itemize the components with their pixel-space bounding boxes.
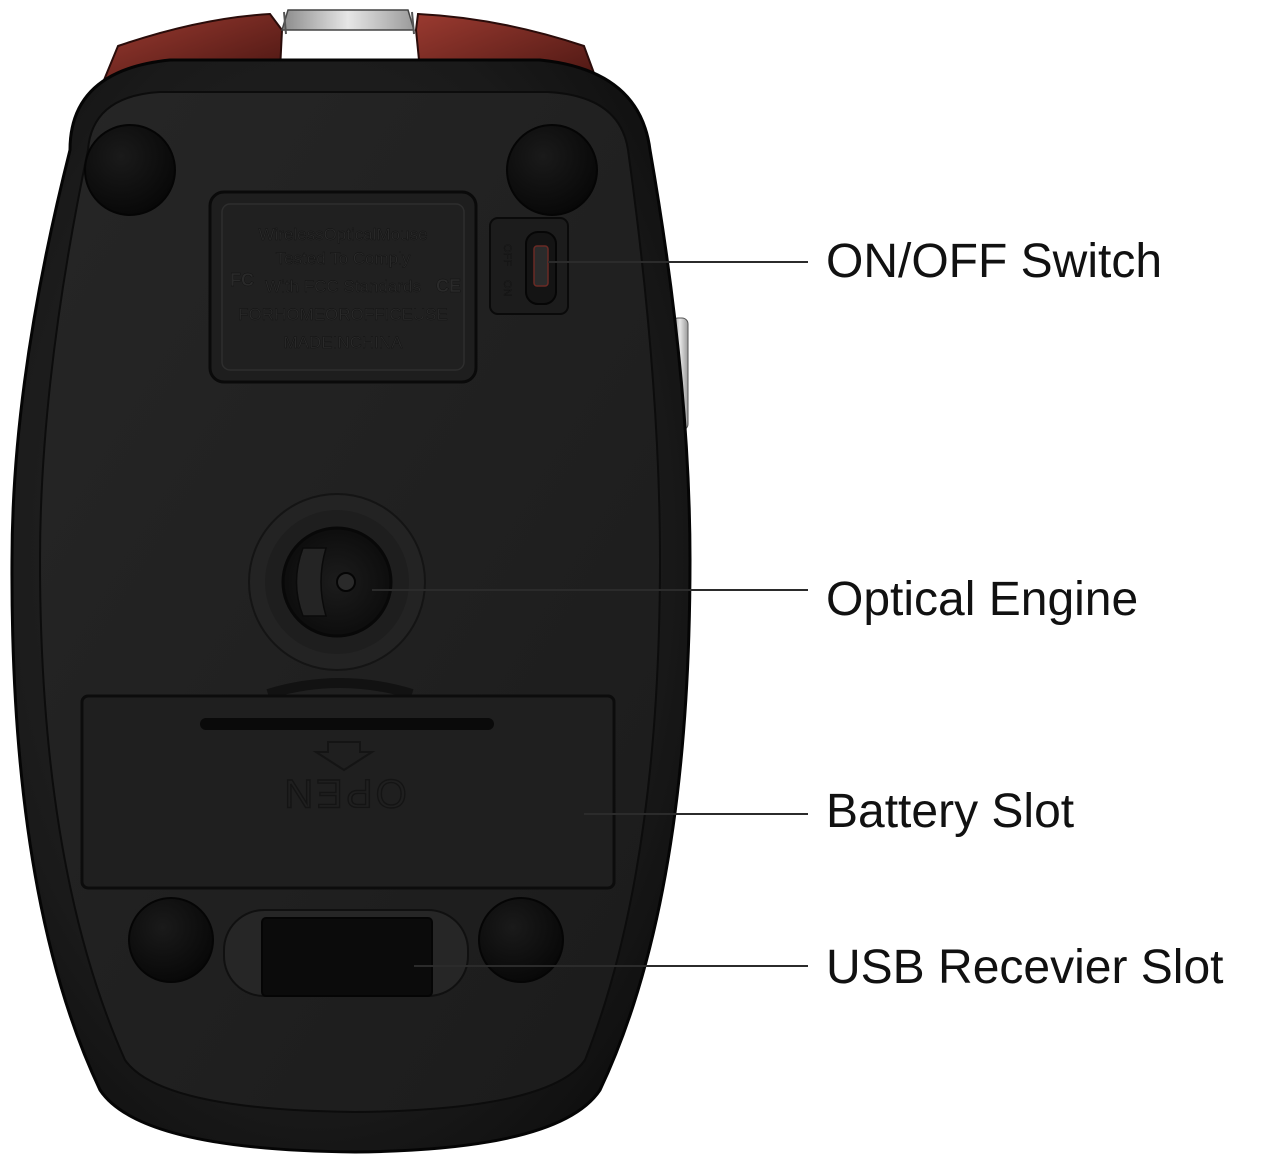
switch-knob xyxy=(533,245,549,287)
compliance-line-3: With FCC Standards xyxy=(265,277,421,296)
switch-off-label: OFF xyxy=(501,244,513,266)
callout-label-usb-receiver-slot: USB Recevier Slot xyxy=(826,941,1224,994)
foot-pad-bottom-left xyxy=(128,897,214,983)
fc-mark: FC xyxy=(230,270,254,290)
open-label: OPEN xyxy=(281,771,406,815)
callout-label-battery-slot: Battery Slot xyxy=(826,785,1075,838)
usb-receiver-slot xyxy=(223,909,469,997)
callout-label-on-off-switch: ON/OFF Switch xyxy=(826,235,1163,288)
foot-pad-top-left xyxy=(84,124,176,216)
optical-sensor-lens xyxy=(336,572,356,592)
compliance-label: WirelessOpticalMouse Tested To Comply FC… xyxy=(208,190,478,384)
compliance-line-1: WirelessOpticalMouse xyxy=(258,225,427,244)
callout-lines xyxy=(372,261,808,967)
open-arrow-icon xyxy=(312,741,376,772)
optical-engine xyxy=(248,493,426,671)
compliance-line-4: FORHOMEOROFFICEUSE xyxy=(238,305,448,324)
compliance-line-2: Tested To Comply xyxy=(276,249,411,268)
battery-cover: OPEN xyxy=(80,678,616,890)
power-switch: OFF ON xyxy=(489,217,569,315)
switch-on-label: ON xyxy=(501,280,513,297)
compliance-line-5: MADEINCHINA xyxy=(283,333,403,352)
ce-mark: CE xyxy=(436,276,461,296)
foot-pad-bottom-right xyxy=(478,897,564,983)
foot-pad-top-right xyxy=(506,124,598,216)
callout-label-optical-engine: Optical Engine xyxy=(826,573,1139,626)
